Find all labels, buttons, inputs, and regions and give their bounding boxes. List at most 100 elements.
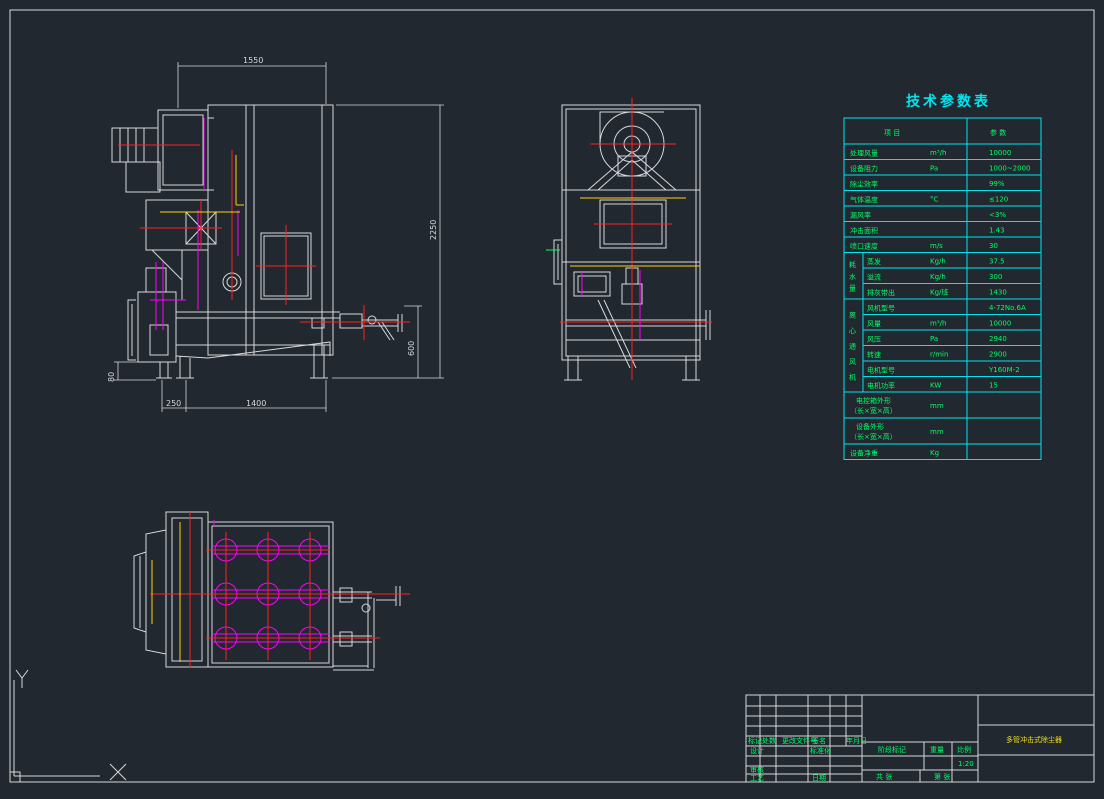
table-row-name: 蒸发 — [867, 257, 881, 266]
dim-top-width: 1550 — [243, 56, 263, 65]
table-row-value: 15 — [989, 381, 998, 389]
label-count: 处数 — [762, 736, 776, 745]
table-row-value: ≤120 — [989, 195, 1008, 203]
label-stage: 阶段标记 — [878, 745, 906, 754]
table-row-value: <3% — [989, 211, 1006, 219]
drawing-border — [9, 9, 1095, 783]
label-change-doc: 更改文件号 — [782, 736, 817, 745]
table-row-unit: m³/h — [930, 149, 946, 157]
label-date: 日期 — [812, 774, 826, 782]
table-group-char: 水 — [849, 272, 856, 281]
table-row-unit: °C — [930, 195, 939, 203]
front-view — [111, 104, 403, 379]
label-ratio: 比例 — [957, 745, 971, 754]
label-ymd: 年月日 — [846, 736, 867, 745]
table-row-name-sub: （长×宽×高） — [850, 432, 897, 441]
table-row-name: 处理风量 — [850, 149, 878, 158]
table-row-name: 冲击面积 — [850, 226, 878, 235]
table-row-name-sub: （长×宽×高） — [850, 406, 897, 415]
table-group-char: 机 — [849, 373, 856, 382]
table-group-char: 耗 — [849, 261, 856, 269]
side-view-accents — [546, 98, 712, 380]
table-row-unit: Pa — [930, 335, 938, 343]
table-row-name: 风机型号 — [867, 304, 895, 313]
scale-value: 1:20 — [958, 760, 974, 768]
table-row-value: 10000 — [989, 319, 1011, 327]
dim-height: 2250 — [429, 220, 438, 240]
table-group-char: 风 — [849, 358, 856, 366]
ucs-icon — [9, 669, 127, 783]
table-row-value: 2940 — [989, 335, 1007, 343]
table-row-name: 转速 — [867, 350, 881, 359]
top-view-accents — [150, 512, 410, 668]
table-row-unit: Kg/h — [930, 273, 946, 281]
label-sheet-total: 共 张 — [876, 772, 892, 781]
label-process: 工艺 — [750, 774, 764, 782]
front-view-dimension-labels: 1550 2250 600 80 250 1400 — [107, 56, 438, 408]
table-row-value: 37.5 — [989, 257, 1005, 265]
table-header-value: 参 数 — [990, 128, 1006, 137]
table-row-unit: mm — [930, 402, 944, 410]
table-row-unit: Pa — [930, 164, 938, 172]
table-row-name: 排灰带出 — [867, 288, 895, 297]
title-block-text: 多管冲击式除尘器 1:20 阶段标记 重量 比例 共 张 第 张 标记 处数 更… — [748, 735, 1062, 782]
front-view-accents — [118, 118, 410, 340]
table-row-unit: Kg/h — [930, 257, 946, 265]
table-row-value: 300 — [989, 273, 1002, 281]
table-row-name: 喷口速度 — [850, 242, 878, 251]
table-row-name: 风量 — [867, 320, 881, 328]
title-block — [745, 694, 1095, 783]
table-row-unit: Kg — [930, 449, 939, 457]
table-group-char: 量 — [849, 284, 856, 292]
drawing-name: 多管冲击式除尘器 — [1006, 735, 1062, 744]
table-row-name: 电机型号 — [867, 366, 895, 375]
label-check: 审核 — [750, 765, 764, 774]
dim-leg-height: 600 — [407, 341, 416, 356]
table-row-name: 电机功率 — [867, 381, 895, 390]
table-group-char: 通 — [849, 342, 856, 351]
top-view — [133, 511, 401, 671]
label-design: 设计 — [750, 746, 764, 755]
table-row-value: 1.43 — [989, 226, 1005, 234]
table-row-name: 溢流 — [867, 273, 881, 282]
table-row-unit: m/s — [930, 242, 943, 250]
table-group-char: 离 — [849, 311, 856, 320]
label-weight: 重量 — [930, 746, 944, 754]
table-row-value: 30 — [989, 242, 998, 250]
table-row-name: 设备净重 — [850, 449, 878, 458]
table-row-value: 1000~2000 — [989, 164, 1031, 172]
label-mark: 标记 — [748, 736, 762, 745]
front-view-dimensions — [114, 62, 444, 412]
table-row-name: 气体温度 — [850, 195, 878, 204]
table-row-value: 99% — [989, 180, 1005, 188]
table-row-unit: mm — [930, 428, 944, 436]
table-row-name: 设备阻力 — [850, 164, 878, 173]
label-sheet-no: 第 张 — [934, 772, 950, 781]
table-row-unit: Kg/班 — [930, 287, 948, 296]
dim-base-width: 1400 — [246, 399, 266, 408]
table-row-unit: m³/h — [930, 319, 946, 327]
table-group-char: 心 — [849, 327, 856, 335]
table-row-name: 设备外形 — [856, 422, 884, 431]
table-row-value: Y160M-2 — [988, 366, 1020, 374]
table-row-unit: r/min — [930, 350, 948, 358]
table-row-name: 风压 — [867, 336, 881, 344]
dim-offset: 250 — [166, 399, 181, 408]
table-header-item: 项 目 — [884, 129, 900, 137]
dim-small-height: 80 — [107, 372, 116, 382]
table-row-name: 除尘效率 — [850, 180, 878, 189]
table-row-name: 电控箱外形 — [856, 396, 891, 405]
table-row-value: 4-72No.6A — [989, 304, 1026, 312]
table-row-name: 漏风率 — [850, 211, 871, 220]
parameter-table-grid — [843, 117, 1042, 460]
label-standard: 标准化 — [810, 746, 831, 755]
label-sign: 签名 — [812, 736, 826, 745]
table-row-value: 2900 — [989, 350, 1007, 358]
table-title: 技术参数表 — [906, 93, 991, 110]
table-row-value: 1430 — [989, 288, 1007, 296]
table-row-value: 10000 — [989, 149, 1011, 157]
table-row-unit: KW — [930, 381, 941, 389]
